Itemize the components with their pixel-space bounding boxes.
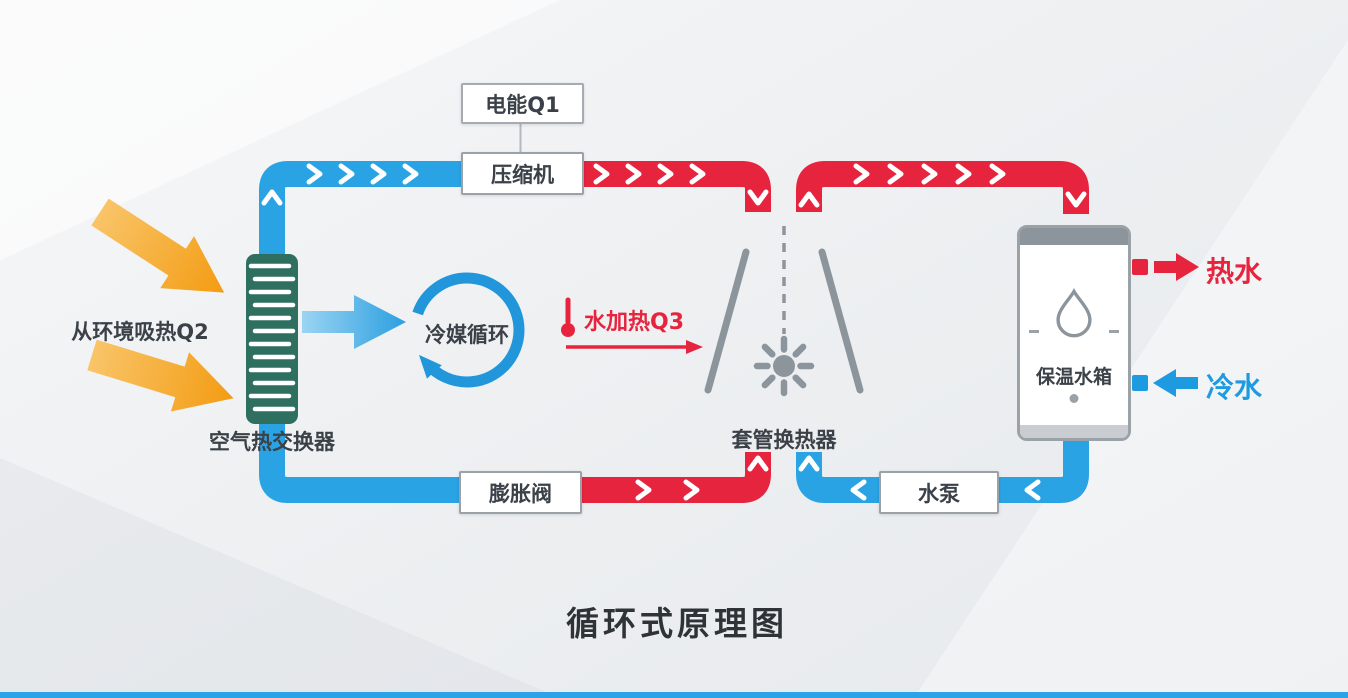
thermometer-icon (561, 297, 575, 337)
electric-energy-label: 电能Q1 (485, 92, 560, 117)
expansion-valve-box: 膨胀阀 (459, 471, 582, 514)
diagram-title: 循环式原理图 (566, 604, 788, 643)
flow-chevrons (635, 455, 769, 501)
cold-pipe-evaporator-to-compressor (259, 161, 470, 262)
water-drop-icon (1056, 288, 1092, 338)
water-pump-box: 水泵 (879, 471, 999, 514)
tank-cap (1020, 228, 1128, 245)
cold-water-label: 冷水 (1206, 371, 1263, 404)
expansion-valve-label: 膨胀阀 (489, 481, 552, 506)
compressor-box: 压缩机 (461, 152, 584, 195)
flow-chevrons (798, 163, 1087, 208)
water-tank-label: 保温水箱 (1035, 366, 1112, 388)
water-heating-arrow-icon (566, 340, 703, 354)
tube-heat-exchanger-label: 套管换热器 (731, 428, 837, 452)
electric-energy-box: 电能Q1 (461, 83, 584, 124)
flow-chevrons (593, 163, 769, 206)
env-heat-arrow-icon (91, 198, 225, 293)
water-heating-label: 水加热Q3 (584, 310, 685, 335)
env-heat-label: 从环境吸热Q2 (71, 320, 209, 344)
env-heat-arrow-icon (87, 339, 234, 412)
air-heat-exchanger-label: 空气热交换器 (209, 430, 335, 454)
cold-pipe-valve-to-evaporator (259, 420, 466, 503)
fan-icon (753, 335, 815, 397)
water-pump-label: 水泵 (918, 481, 960, 506)
flow-chevrons (798, 455, 1041, 501)
hot-pipe-compressor-to-exchanger (572, 161, 771, 212)
heat-transfer-arrow-icon (302, 295, 406, 349)
hot-water-arrow-icon (1132, 253, 1199, 281)
refrigerant-cycle-label: 冷媒循环 (425, 323, 509, 347)
refrigerant-cycle-icon (409, 272, 525, 388)
cold-water-arrow-icon (1132, 369, 1198, 397)
tube-exchanger-icon (704, 226, 864, 397)
air-coil-icon (246, 254, 298, 424)
tank-tick (1029, 330, 1039, 333)
tank-base (1020, 425, 1128, 438)
hot-water-label: 热水 (1206, 255, 1263, 288)
tank-tick (1109, 330, 1119, 333)
bottom-progress-bar[interactable] (0, 692, 1348, 698)
tank-indicator-dot (1069, 394, 1079, 403)
hot-pipe-bottom (572, 452, 771, 503)
coil-fins (248, 263, 296, 412)
hot-pipe-exchanger-to-tank (796, 161, 1089, 214)
compressor-label: 压缩机 (491, 162, 554, 187)
water-tank: 保温水箱 (1017, 225, 1131, 441)
